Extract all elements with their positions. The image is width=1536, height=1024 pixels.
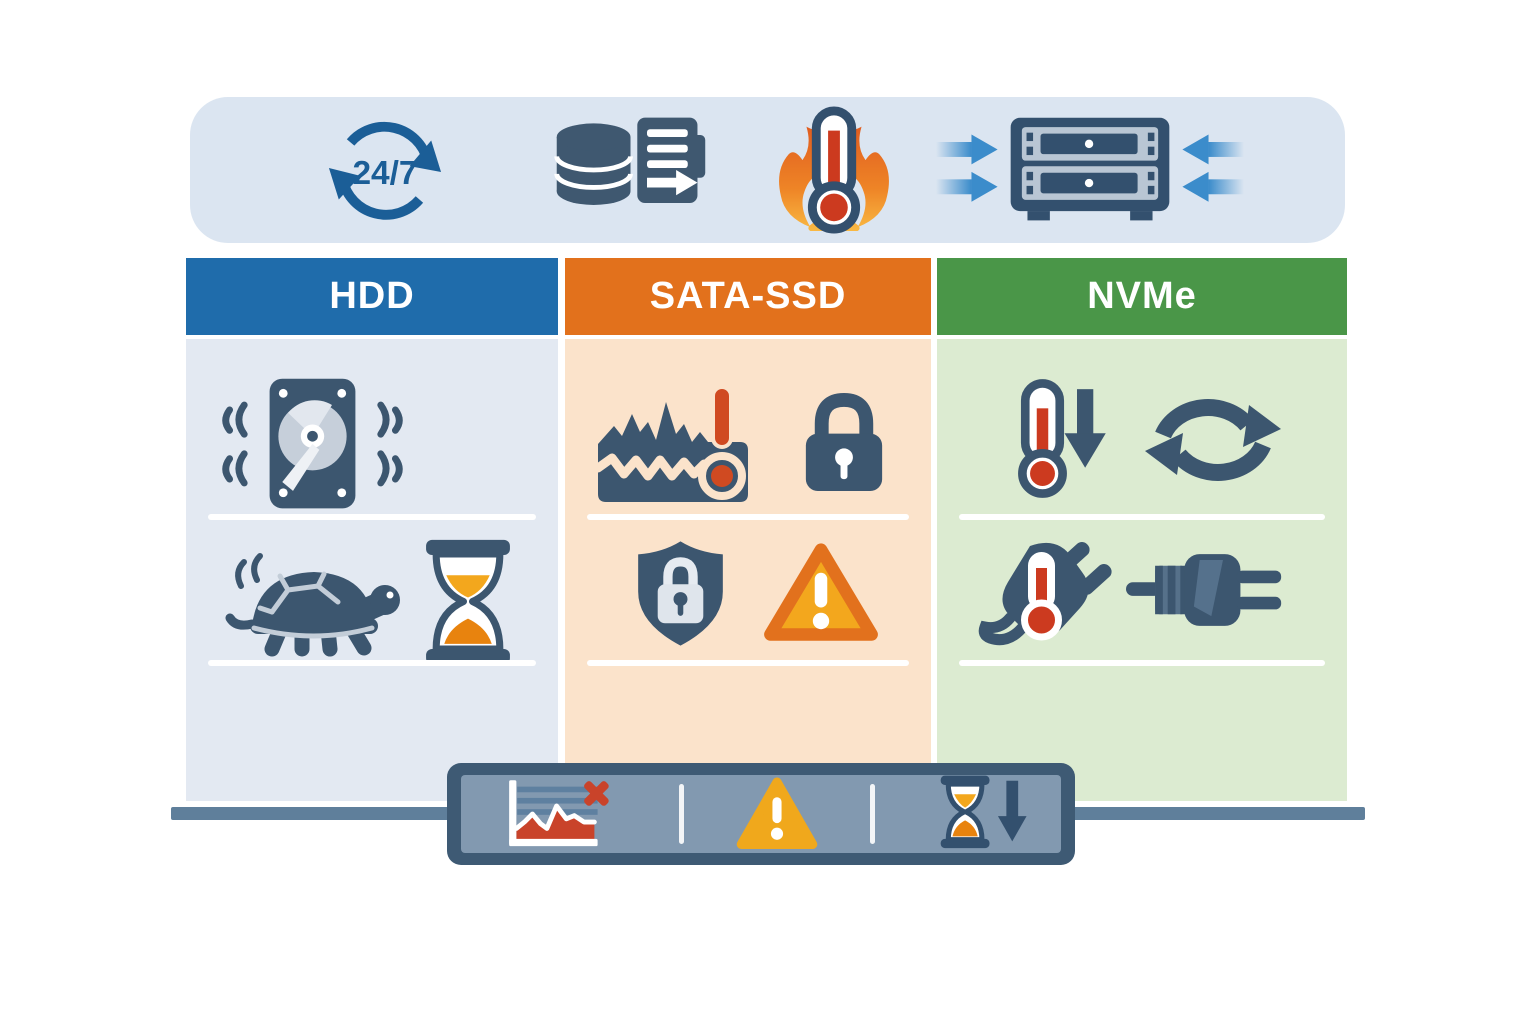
column-header-nvme: NVMe: [937, 258, 1347, 335]
column-body-nvme: [937, 339, 1347, 801]
overheating-thermometer-flame-icon: [779, 106, 889, 234]
warning-triangle-icon: [736, 777, 818, 849]
column-label-sata-ssd: SATA-SSD: [649, 275, 847, 317]
hdd-vibration-icon: [222, 378, 403, 509]
thermometer-down-icon: [1018, 379, 1106, 498]
turtle-slow-icon: [225, 553, 400, 657]
power-plug-icon: [1126, 554, 1282, 626]
performance-drop-chart-icon: [508, 780, 609, 847]
toolbar-divider: [678, 784, 684, 844]
column-header-sata-ssd: SATA-SSD: [565, 258, 931, 335]
uptime-24-7-icon: 24/7: [328, 121, 442, 220]
separator-line: [587, 514, 909, 520]
hourglass-icon: [426, 539, 510, 665]
database-transfer-icon: [554, 117, 706, 205]
separator-line: [959, 660, 1325, 666]
separator-line: [959, 514, 1325, 520]
shield-lock-icon: [638, 541, 723, 646]
bottom-toolbar: [447, 763, 1075, 865]
column-label-nvme: NVMe: [1087, 275, 1197, 317]
separator-line: [587, 660, 909, 666]
padlock-icon: [805, 392, 883, 492]
fragmentation-alert-icon: [593, 385, 748, 502]
svg-text:24/7: 24/7: [352, 155, 417, 192]
top-banner: 24/7: [190, 97, 1345, 243]
toolbar-divider: [870, 784, 876, 844]
separator-line: [208, 660, 536, 666]
separator-line: [208, 514, 536, 520]
hourglass-down-icon: [941, 775, 1027, 849]
sync-arrows-icon: [1145, 399, 1281, 481]
server-load-arrows-icon: [936, 117, 1244, 221]
warning-triangle-icon: [764, 543, 878, 641]
column-label-hdd: HDD: [329, 275, 415, 317]
bottom-toolbar-panel: [461, 775, 1061, 853]
column-header-hdd: HDD: [186, 258, 558, 335]
thermal-plug-icon: [978, 541, 1112, 646]
